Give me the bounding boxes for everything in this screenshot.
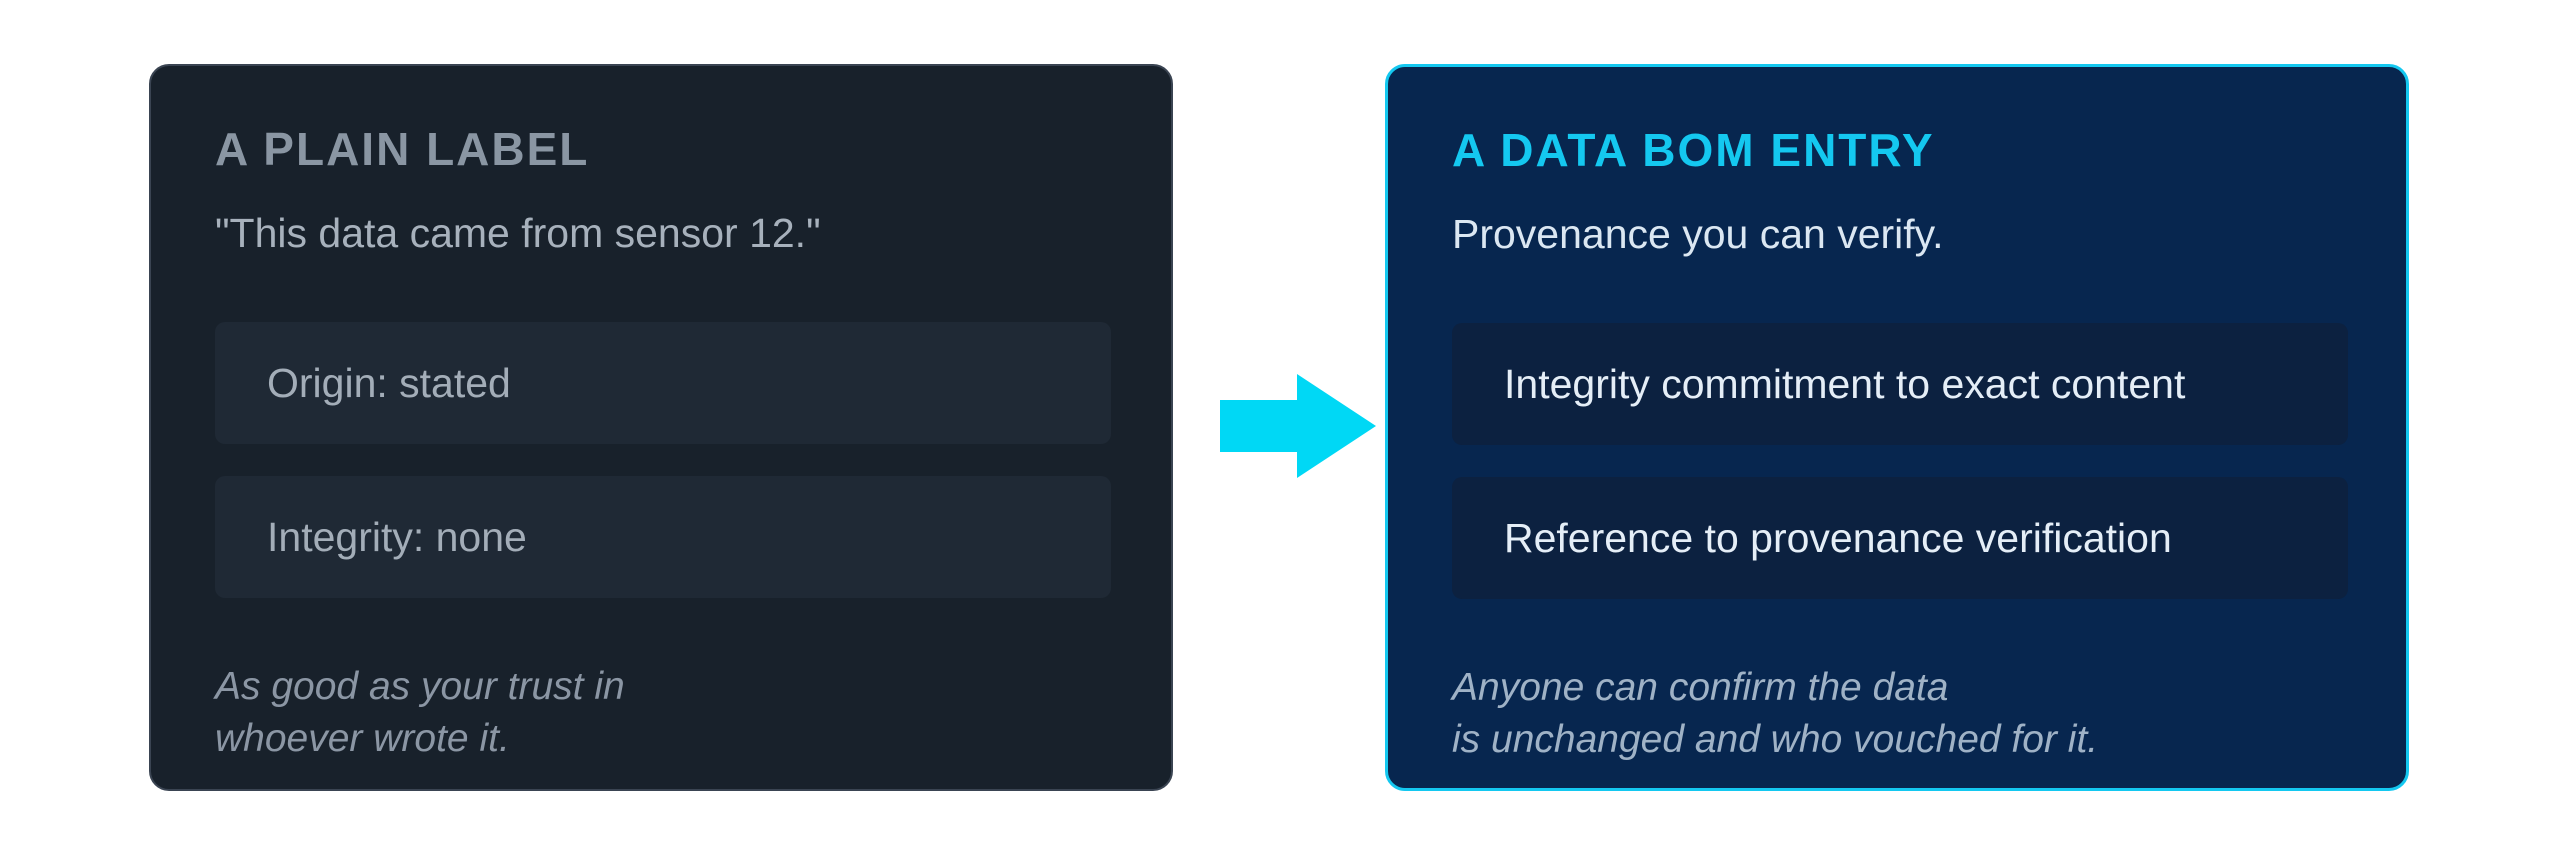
data-bom-note-line-1: Anyone can confirm the data <box>1452 666 1949 709</box>
plain-label-subtitle: "This data came from sensor 12." <box>215 210 821 256</box>
origin-field: Origin: stated <box>215 322 1111 444</box>
arrow-right-shape <box>1220 374 1376 478</box>
data-bom-subtitle: Provenance you can verify. <box>1452 211 1944 257</box>
arrow-right-icon <box>1220 374 1376 478</box>
plain-label-note: As good as your trust in whoever wrote i… <box>215 661 625 765</box>
plain-label-card: A PLAIN LABEL "This data came from senso… <box>149 64 1173 791</box>
plain-label-title: A PLAIN LABEL <box>215 123 590 175</box>
plain-label-note-line-1: As good as your trust in <box>215 665 625 708</box>
provenance-reference-field: Reference to provenance verification <box>1452 477 2348 599</box>
integrity-commitment-field: Integrity commitment to exact content <box>1452 323 2348 445</box>
data-bom-note-line-2: is unchanged and who vouched for it. <box>1452 718 2099 761</box>
data-bom-card: A DATA BOM ENTRY Provenance you can veri… <box>1385 64 2409 791</box>
data-bom-title: A DATA BOM ENTRY <box>1452 124 1935 176</box>
data-bom-note: Anyone can confirm the data is unchanged… <box>1452 662 2098 766</box>
integrity-field: Integrity: none <box>215 476 1111 598</box>
plain-label-note-line-2: whoever wrote it. <box>215 717 510 760</box>
